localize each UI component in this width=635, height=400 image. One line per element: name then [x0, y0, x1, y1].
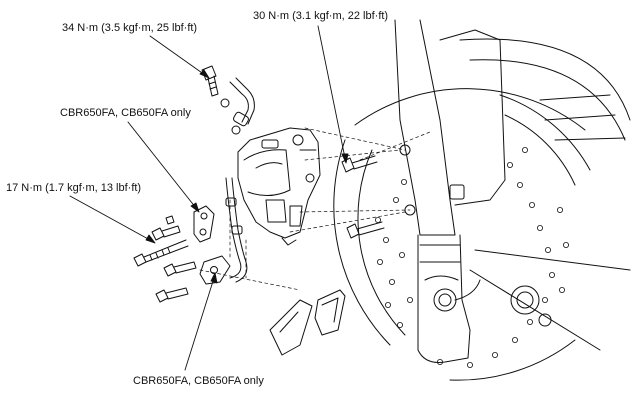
alignment-lines [199, 127, 431, 291]
brake-pads [269, 289, 346, 356]
bracket-model-note-lower: CBR650FA, CB650FA only [133, 375, 264, 387]
small-bolts [133, 215, 197, 303]
wheel [459, 38, 631, 351]
abs-sensor-wire [225, 177, 248, 283]
bracket-model-note-upper: CBR650FA, CB650FA only [60, 107, 191, 119]
leader-lines [69, 25, 349, 371]
brake-caliper [237, 127, 321, 246]
brake-disc [333, 88, 591, 381]
caliper-bolt-torque-label: 30 N·m (3.1 kgf·m, 22 lbf·ft) [253, 10, 389, 22]
caliper-mounting-bolts [341, 155, 385, 239]
disc-holes [374, 146, 570, 368]
upper-bolt-torque-label: 34 N·m (3.5 kgf·m, 25 lbf·ft) [62, 22, 198, 34]
front-fork [394, 19, 552, 363]
sensor-bracket-upper [193, 205, 215, 243]
sensor-bracket-lower [199, 255, 231, 285]
banjo-bolt [201, 65, 219, 97]
brake-hose [220, 77, 255, 135]
lower-bolt-torque-label: 17 N·m (1.7 kgf·m, 13 lbf·ft) [6, 182, 142, 194]
